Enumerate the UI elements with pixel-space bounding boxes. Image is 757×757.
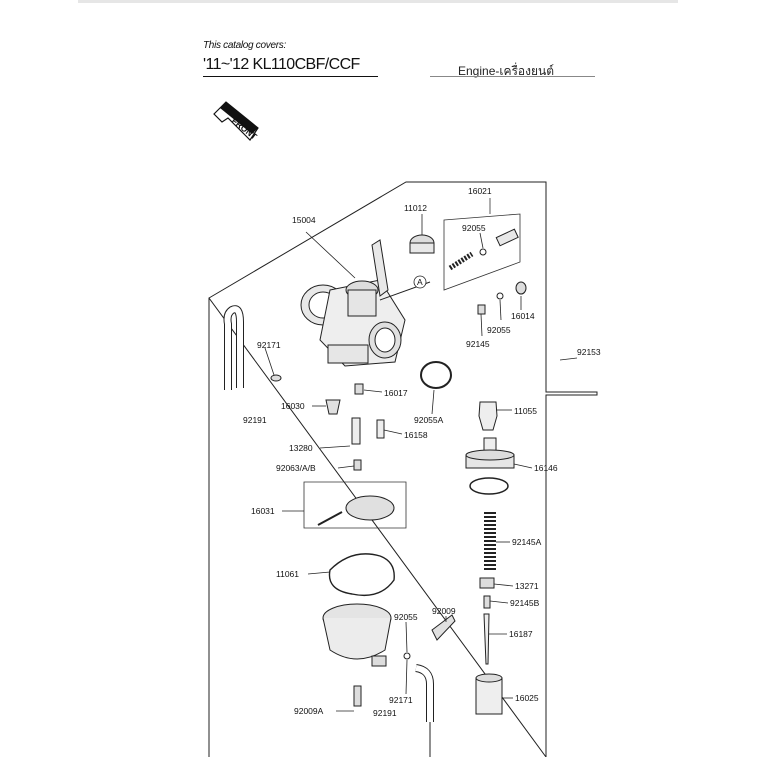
jet-92063 — [353, 459, 362, 471]
callout-a-label: A — [417, 277, 423, 287]
oring-92055a — [420, 361, 452, 389]
label-16146: 16146 — [534, 463, 558, 473]
screw-16158 — [376, 419, 385, 439]
label-15004: 15004 — [292, 215, 316, 225]
label-13280: 13280 — [289, 443, 313, 453]
holder-13280 — [351, 417, 361, 445]
label-92055a: 92055A — [414, 415, 444, 425]
label-13271: 13271 — [515, 581, 539, 591]
section-underline — [430, 76, 595, 77]
label-92009a: 92009A — [294, 706, 324, 716]
clip-92171-left — [270, 374, 282, 382]
label-92009: 92009 — [432, 606, 456, 616]
label-92191-low: 92191 — [373, 708, 397, 718]
leader-lines — [264, 214, 578, 712]
carburetor-body — [300, 239, 431, 367]
label-16017: 16017 — [384, 388, 408, 398]
catalog-covers-label: This catalog covers: — [203, 40, 286, 51]
label-92063: 92063/A/B — [276, 463, 316, 473]
inset-16031 — [303, 481, 407, 529]
float-16031 — [317, 495, 395, 526]
label-92191-left: 92191 — [243, 415, 267, 425]
label-16030: 16030 — [281, 401, 305, 411]
boot-11055 — [478, 401, 498, 431]
model-underline — [203, 76, 378, 77]
label-16158: 16158 — [404, 430, 428, 440]
cap-16146 — [465, 437, 515, 495]
throttle-valve-16025 — [475, 673, 503, 715]
screw-92009 — [431, 614, 456, 641]
needle-16187 — [483, 613, 490, 665]
label-92153: 92153 — [577, 347, 601, 357]
label-16021: 16021 — [468, 186, 492, 196]
cap-11012 — [409, 234, 435, 254]
label-92171-left: 92171 — [257, 340, 281, 350]
label-92055-top: 92055 — [462, 223, 486, 233]
top-rule — [78, 0, 678, 3]
needle-spring-16021 — [448, 228, 519, 271]
section-title: Engine-เครื่องยนต์ — [458, 64, 555, 78]
small-parts-right — [477, 281, 527, 315]
nozzle-16030 — [325, 399, 341, 415]
label-92055-low: 92055 — [394, 612, 418, 622]
plug-13271 — [479, 577, 495, 589]
label-16025: 16025 — [515, 693, 539, 703]
gasket-11061 — [328, 553, 395, 597]
label-16031: 16031 — [251, 506, 275, 516]
drain-92009a — [353, 685, 362, 707]
spring-92145b — [483, 595, 491, 609]
model-title: '11~'12 KL110CBF/CCF — [203, 56, 360, 73]
jet-16017 — [354, 383, 364, 395]
label-16014: 16014 — [511, 311, 535, 321]
float-bowl — [322, 603, 392, 667]
label-11012: 11012 — [404, 203, 427, 213]
label-92145a: 92145A — [512, 537, 542, 547]
inset-16021 — [443, 213, 521, 291]
callout-a-circle — [413, 275, 427, 289]
front-arrow-badge: FRONT — [213, 101, 260, 142]
label-92145b: 92145B — [510, 598, 540, 608]
label-16187: 16187 — [509, 629, 533, 639]
label-11061: 11061 — [276, 569, 299, 579]
part-labels: 15004 11012 16021 92055 16014 92055 9214… — [243, 186, 601, 718]
label-92055-mid: 92055 — [487, 325, 511, 335]
oring-92055-low — [403, 652, 411, 660]
label-92171-low: 92171 — [389, 695, 413, 705]
label-92145: 92145 — [466, 339, 490, 349]
assembly-boundary — [208, 181, 598, 757]
label-11055: 11055 — [514, 406, 537, 416]
